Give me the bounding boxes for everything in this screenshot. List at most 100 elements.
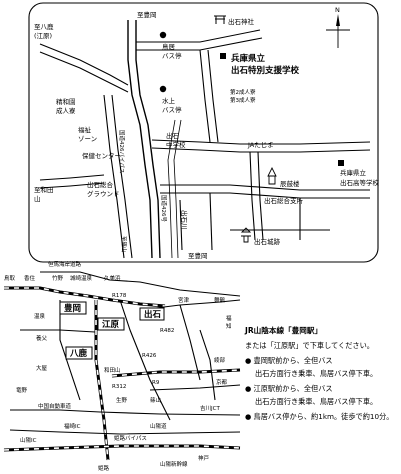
label-tsuiyama: 但馬海岸道路 [48,260,82,268]
label-shinkoro: 辰鼓楼 [280,179,300,188]
access-item3-line1: ● 鳥居バス停から、約1km。徒歩で約10分。 [245,412,393,421]
label-izushi-hs-2: 出石高等学校 [340,178,380,187]
label-wadayama: 和田山 [104,366,121,374]
north-label: N [335,6,340,14]
label-yofu: 養父 [36,334,48,342]
label-station-izushi: 出石 [144,309,162,320]
label-route178: R178 [112,293,127,299]
label-ground-1: 出石総合 [87,180,114,189]
label-sasayama: 篠山 [150,396,161,404]
label-izushi-jhs-2: 中学校 [166,140,186,149]
label-route482: R482 [160,328,174,334]
label-kyoto: 京都 [216,378,228,386]
label-chugoku-road: 中国自動車道 [38,402,72,410]
access-info: JR山陰本線「豊岡駅」 または「江原駅」で下車してください。 ● 豊岡駅前から、… [244,325,393,421]
label-fukuchiyama-1: 福 [226,314,232,322]
label-kobe: 神戸 [198,454,210,462]
station-izushi [139,307,165,321]
access-item1-line2: 出石方面行き乗車、鳥居バス停下車。 [255,369,377,378]
label-tottori: 鳥取 [4,274,16,282]
label-mizukami-1: 水上 [162,96,176,105]
access-title: JR山陰本線「豊岡駅」 [244,325,322,335]
label-sanyo-line: 山陽IC [20,436,37,444]
castle-icon [240,227,252,243]
label-route312: R312 [112,384,126,390]
upper-map-frame [28,2,379,263]
label-wadayama-2: 山 [34,194,41,203]
label-route426-bypass: 国道426バイパス [118,130,126,173]
label-wadayama-1: 至和田 [34,185,54,194]
label-bypass: 姫路バイパス [114,434,147,442]
station-yoka [65,346,93,360]
upper-roads [39,20,371,259]
label-mizukami-2: バス停 [162,105,182,114]
label-route426: 国道426号 [160,195,168,222]
label-station-toyooka: 豊岡 [64,303,81,314]
label-to-sasayama: 至篠山 [120,236,128,253]
shrine-icon [214,15,226,24]
label-sanyo-line2: 山陽新幹線 [160,460,188,468]
label-omiya: 大屋 [36,364,48,372]
label-onsen: 温泉 [34,312,46,320]
label-izushi-shrine: 出石神社 [228,17,255,26]
label-ikuno: 生野 [116,396,128,404]
label-station-ebara: 江原 [102,319,120,330]
label-kumihama: 久美浜 [104,274,121,282]
access-item2-line2: 出石方面行き乗車、鳥居バス停下車。 [255,397,377,406]
school-marker [220,53,226,59]
label-to-toyooka-bottom: 至豊岡 [188,251,208,260]
label-ground-2: グラウンド [87,189,120,198]
label-branch: 出石総合支所 [264,196,304,205]
label-takeno: 竹野 [52,274,64,282]
label-izushi-river: 出石川 [180,210,189,230]
label-seiwaen-2: 成人寮 [56,106,76,115]
label-school-2: 出石特別支援学校 [231,65,300,76]
label-zone2: 第2成人寮 [230,88,256,96]
label-hoken: 保健センター [82,151,121,160]
label-kasumi: 香住 [24,274,36,282]
label-torii-stop-1: 鳥居 [162,42,176,51]
access-title-prefix: JR山陰本線「 [244,325,292,335]
label-route426-lower: R426 [142,353,157,359]
label-kinosaki: 城崎温泉 [70,274,93,282]
label-fukushi-1: 福祉 [78,125,92,134]
access-title-suffix: 」 [314,326,322,335]
access-title-station: 豊岡駅 [292,325,315,335]
label-tsujikawa: 吉川JCT [200,405,220,412]
label-castle: 出石城跡 [254,237,281,246]
lower-map: 豊岡 江原 出石 八鹿 但馬海岸道路 鳥取 香住 竹野 城崎温泉 久美浜 R17… [3,260,241,472]
label-zone3: 第3成人寮 [230,96,256,104]
label-route9: R9 [152,380,160,386]
label-fukusaki: 福崎IC [64,422,81,430]
station-ebara [97,317,125,331]
label-fukuchiyama-2: 知 [226,322,232,330]
label-school-1: 兵庫県立 [231,53,266,64]
label-tatsuno: 竜野 [16,386,28,394]
access-line2: または「江原駅」で下車してください。 [245,341,374,350]
shinkoro-icon [267,166,277,185]
upper-labels: 至豊岡 出石神社 至八鹿 (江原) 鳥居 バス停 兵庫県立 出石特別支援学校 水… [34,10,380,260]
label-miyazu: 宮津 [178,296,190,304]
access-item2-line1: ● 江原駅前から、全但バス [245,384,333,393]
station-toyooka [59,301,87,315]
label-to-toyooka-top: 至豊岡 [137,10,157,19]
label-maizuru: 舞鶴 [214,296,226,304]
torii-bus-stop-marker [159,31,167,39]
label-to-yabu-2: (江原) [34,32,52,40]
label-izushi-hs-1: 兵庫県立 [340,168,367,177]
label-torii-stop-2: バス停 [162,51,182,60]
label-fukushi-2: ゾーン [78,135,97,143]
mizukami-bus-stop-marker [159,85,167,93]
access-item1-line1: ● 豊岡駅前から、全但バス [245,356,333,365]
label-izushi-jhs-1: 出石 [166,131,180,140]
label-sanyo-road: 山陽道 [150,422,167,430]
label-himeji: 姫路 [98,464,110,472]
label-ja-tajima: JAたじま [247,141,274,149]
north-arrow-icon: N [326,6,350,48]
izushi-hs-marker [338,160,344,166]
label-to-yabu-1: 至八鹿 [34,22,54,31]
label-ayabe: 綾部 [214,356,226,364]
label-seiwaen-1: 精和園 [56,97,76,106]
